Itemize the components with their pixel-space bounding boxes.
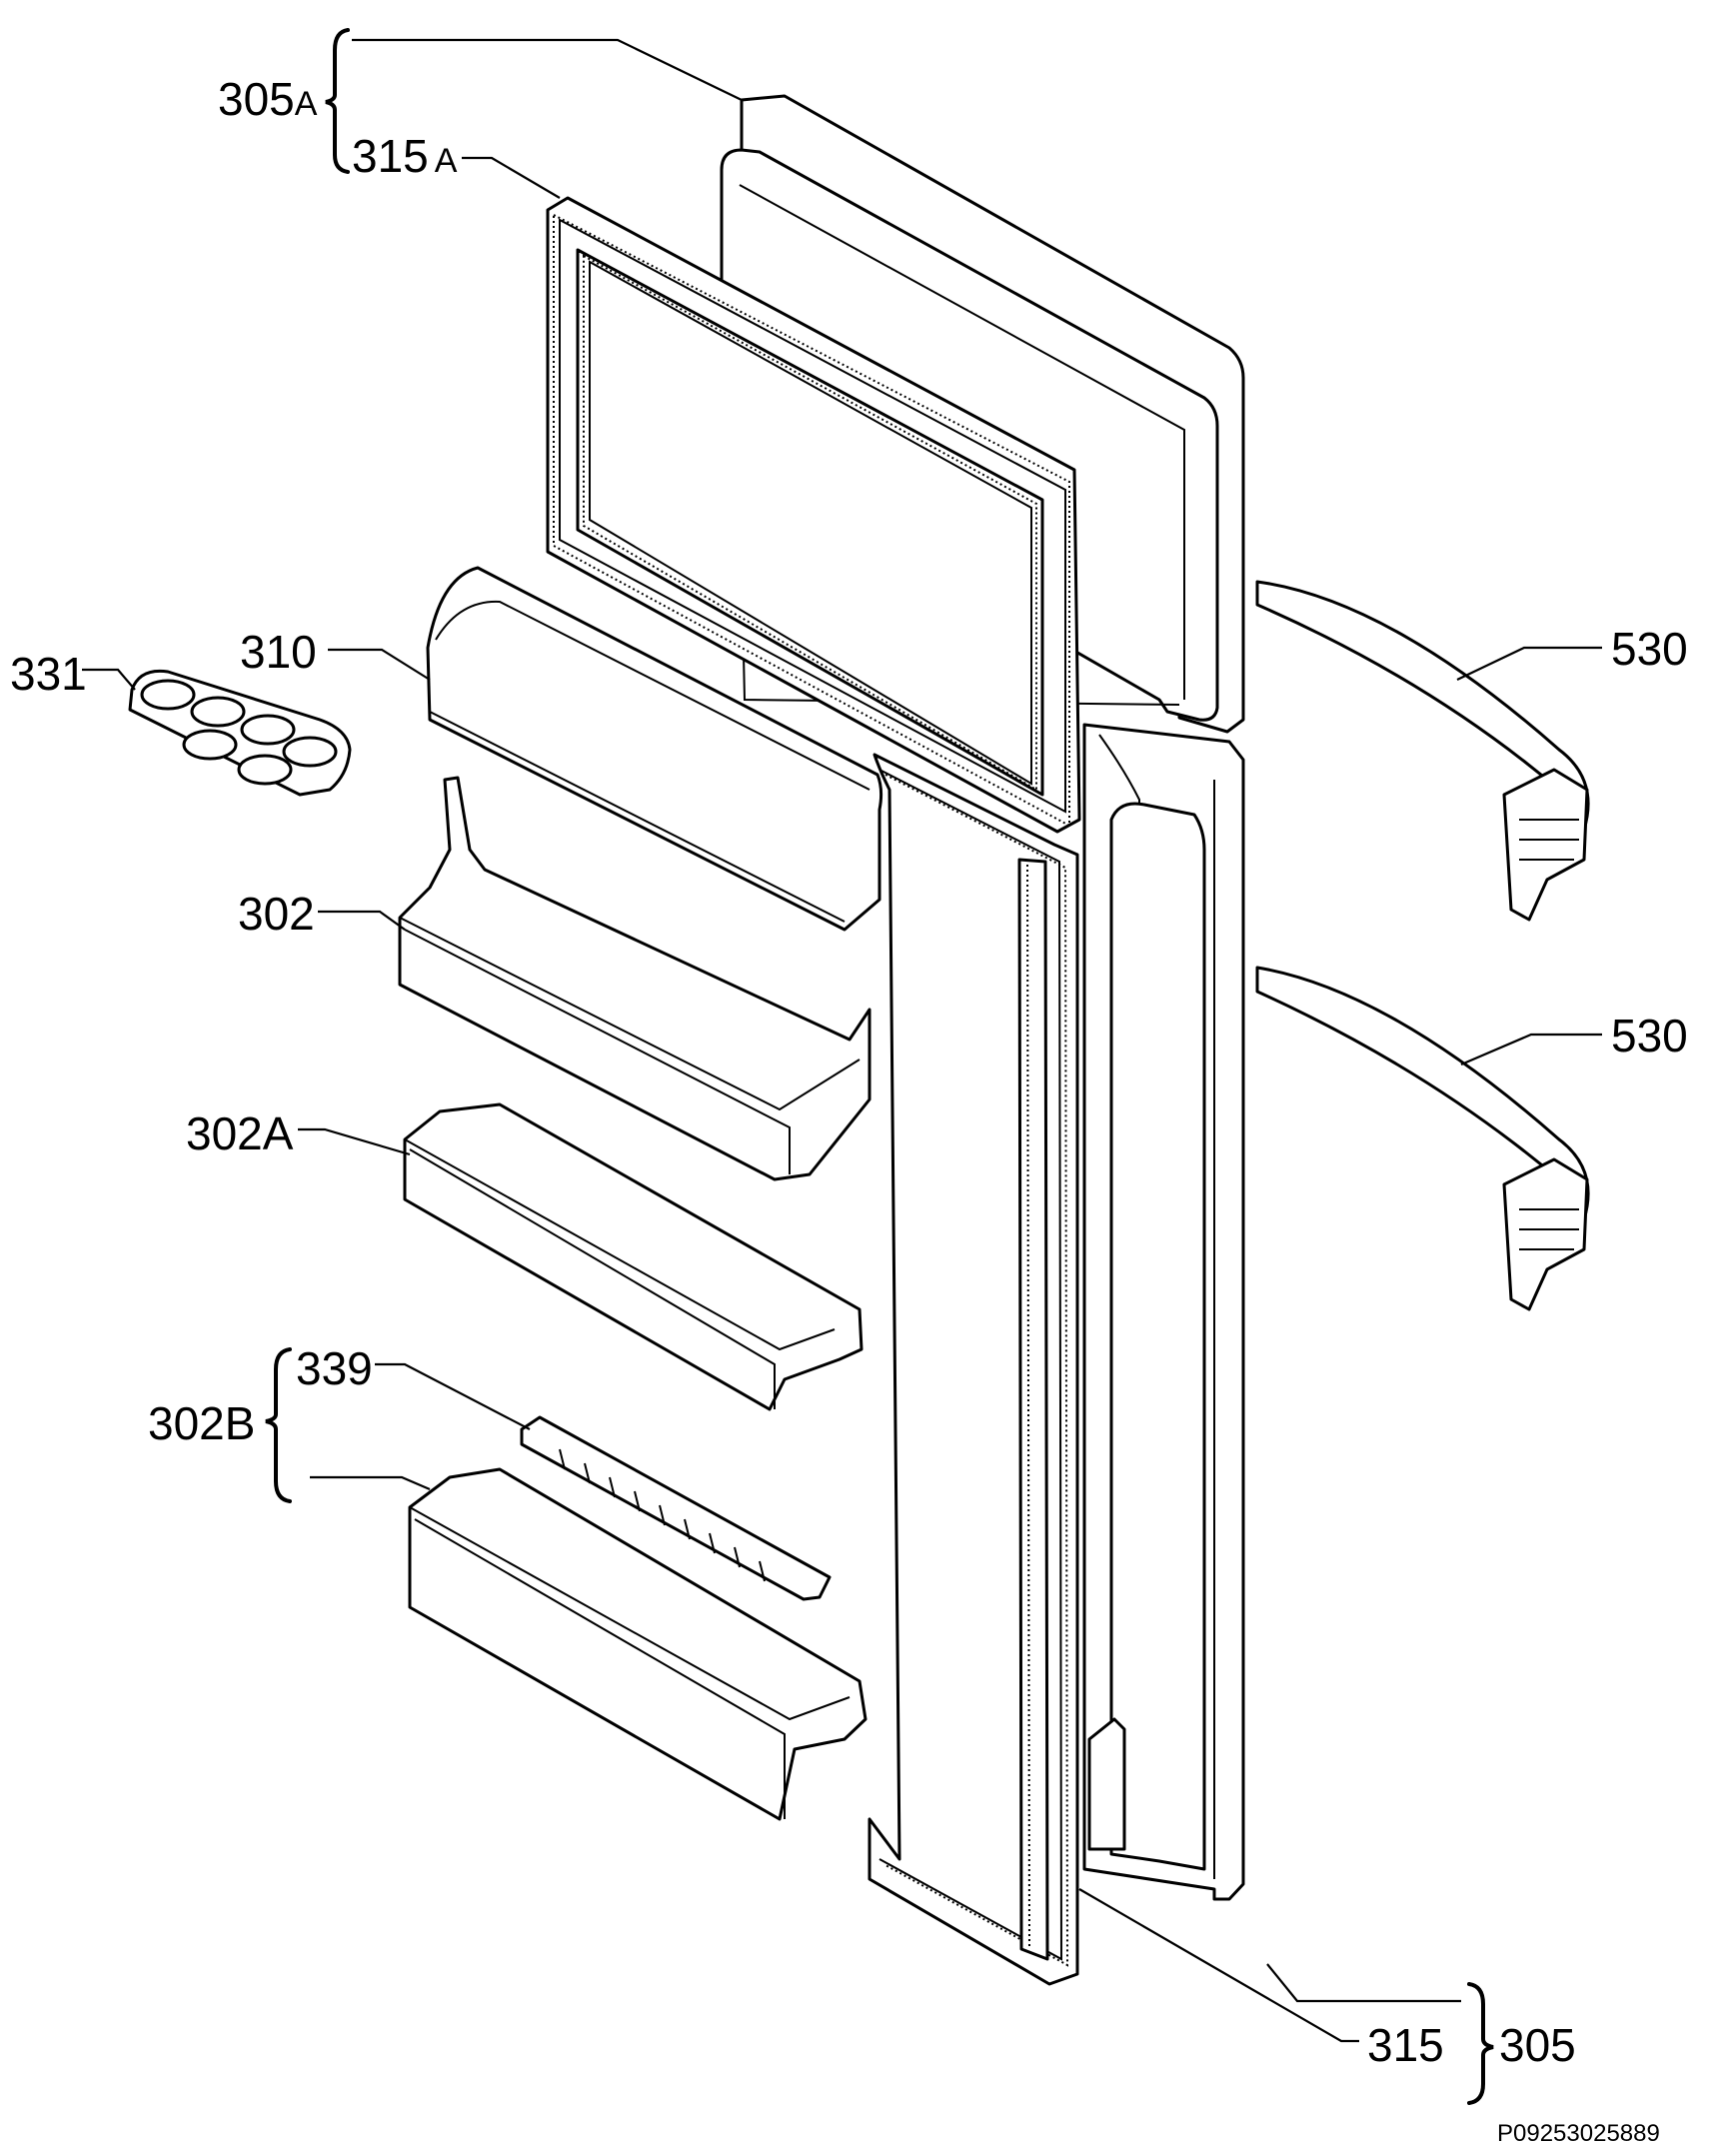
leader-302b — [310, 1475, 431, 1491]
freezer-door-gasket — [546, 196, 1081, 834]
fridge-door-panel — [1082, 723, 1245, 1901]
reference-code: P09253025889 — [1497, 2120, 1660, 2147]
label-302: 302 — [238, 888, 315, 940]
label-339: 339 — [296, 1342, 373, 1394]
leader-315a — [462, 156, 561, 199]
leader-305 — [1266, 1963, 1461, 2003]
egg-tray — [128, 669, 352, 797]
leader-310 — [328, 648, 431, 681]
door-shelf — [398, 776, 871, 1181]
brace-305a — [325, 28, 350, 174]
brace-302b — [265, 1347, 292, 1503]
leader-305a — [352, 38, 743, 101]
door-shelf-a — [403, 1102, 864, 1411]
brace-305 — [1467, 1982, 1494, 2105]
label-331: 331 — [10, 648, 87, 700]
label-315: 315 — [1367, 2019, 1444, 2071]
leader-331 — [82, 668, 136, 691]
leader-302a — [298, 1127, 411, 1156]
leader-530-upper — [1456, 646, 1602, 681]
label-305a: 305A — [218, 73, 318, 125]
door-shelf-b — [408, 1467, 868, 1821]
label-302a: 302A — [186, 1107, 294, 1159]
label-310: 310 — [240, 626, 317, 678]
label-302b: 302B — [148, 1397, 255, 1449]
label-530-upper: 530 — [1611, 623, 1688, 675]
leader-315 — [1078, 1888, 1359, 2043]
leader-lines — [82, 38, 1602, 2043]
fridge-door-gasket — [868, 753, 1079, 1986]
door-handle-upper — [1255, 580, 1590, 922]
label-305: 305 — [1499, 2019, 1576, 2071]
leader-530-lower — [1460, 1033, 1602, 1067]
leader-339 — [375, 1362, 531, 1430]
label-530-lower: 530 — [1611, 1010, 1688, 1062]
dairy-compartment-cover — [426, 566, 883, 932]
leader-302 — [318, 910, 406, 931]
bottle-holder — [520, 1415, 832, 1601]
door-handle-lower — [1255, 966, 1590, 1311]
